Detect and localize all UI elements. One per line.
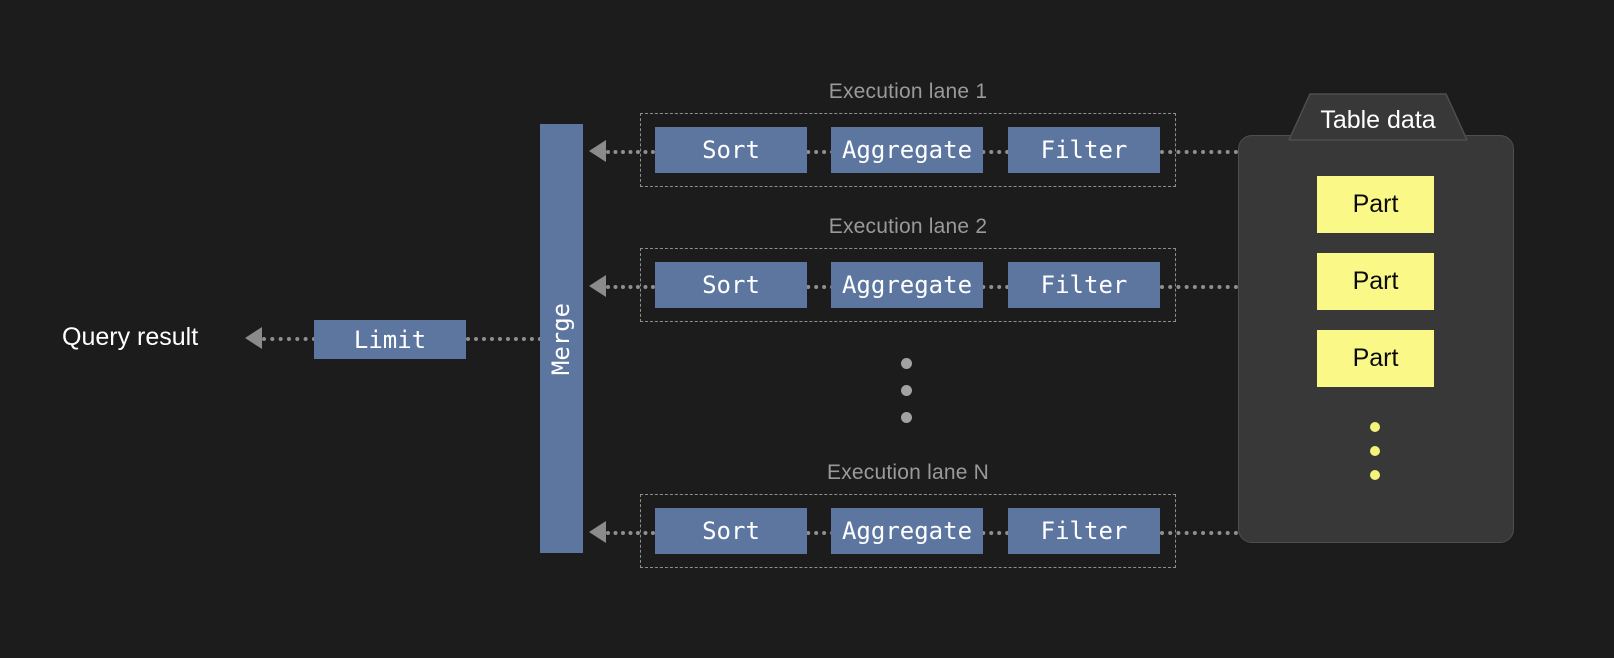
table-data-title: Table data [1320, 106, 1436, 134]
arrow-lane-n-to-merge-icon [589, 521, 606, 543]
operator-filter-lane-2[interactable]: Filter [1008, 262, 1160, 308]
operator-merge-label: Merge [547, 302, 576, 375]
operator-sort-lane-2[interactable]: Sort [655, 262, 807, 308]
part-box-3[interactable]: Part [1317, 330, 1434, 387]
operator-filter-lane-n[interactable]: Filter [1008, 508, 1160, 554]
connector-limit-to-result [262, 337, 316, 341]
arrow-to-query-result-icon [245, 327, 262, 349]
lane-title-n: Execution lane N [827, 461, 989, 484]
operator-sort-lane-1[interactable]: Sort [655, 127, 807, 173]
connector-lane-1-to-table [1160, 150, 1238, 154]
connector-lane-2-to-table [1160, 285, 1238, 289]
arrow-lane-1-to-merge-icon [589, 140, 606, 162]
query-result-label: Query result [62, 323, 199, 351]
connector-merge-to-limit [466, 337, 542, 341]
operator-limit[interactable]: Limit [314, 320, 466, 359]
operator-aggregate-lane-1[interactable]: Aggregate [831, 127, 983, 173]
part-ellipsis-icon [1370, 422, 1380, 480]
connector-lane-n-to-table [1160, 531, 1238, 535]
operator-merge[interactable]: Merge [540, 124, 583, 553]
lane-title-2: Execution lane 2 [828, 215, 988, 238]
operator-sort-lane-n[interactable]: Sort [655, 508, 807, 554]
connector-lane-n-to-merge [606, 531, 655, 535]
lane-ellipsis-icon [901, 358, 912, 423]
operator-aggregate-lane-2[interactable]: Aggregate [831, 262, 983, 308]
operator-filter-lane-1[interactable]: Filter [1008, 127, 1160, 173]
arrow-lane-2-to-merge-icon [589, 275, 606, 297]
connector-lane-1-to-merge [606, 150, 655, 154]
connector-lane-2-to-merge [606, 285, 655, 289]
lane-title-1: Execution lane 1 [828, 80, 988, 103]
table-data-tab [1288, 93, 1468, 141]
part-box-1[interactable]: Part [1317, 176, 1434, 233]
operator-aggregate-lane-n[interactable]: Aggregate [831, 508, 983, 554]
part-box-2[interactable]: Part [1317, 253, 1434, 310]
